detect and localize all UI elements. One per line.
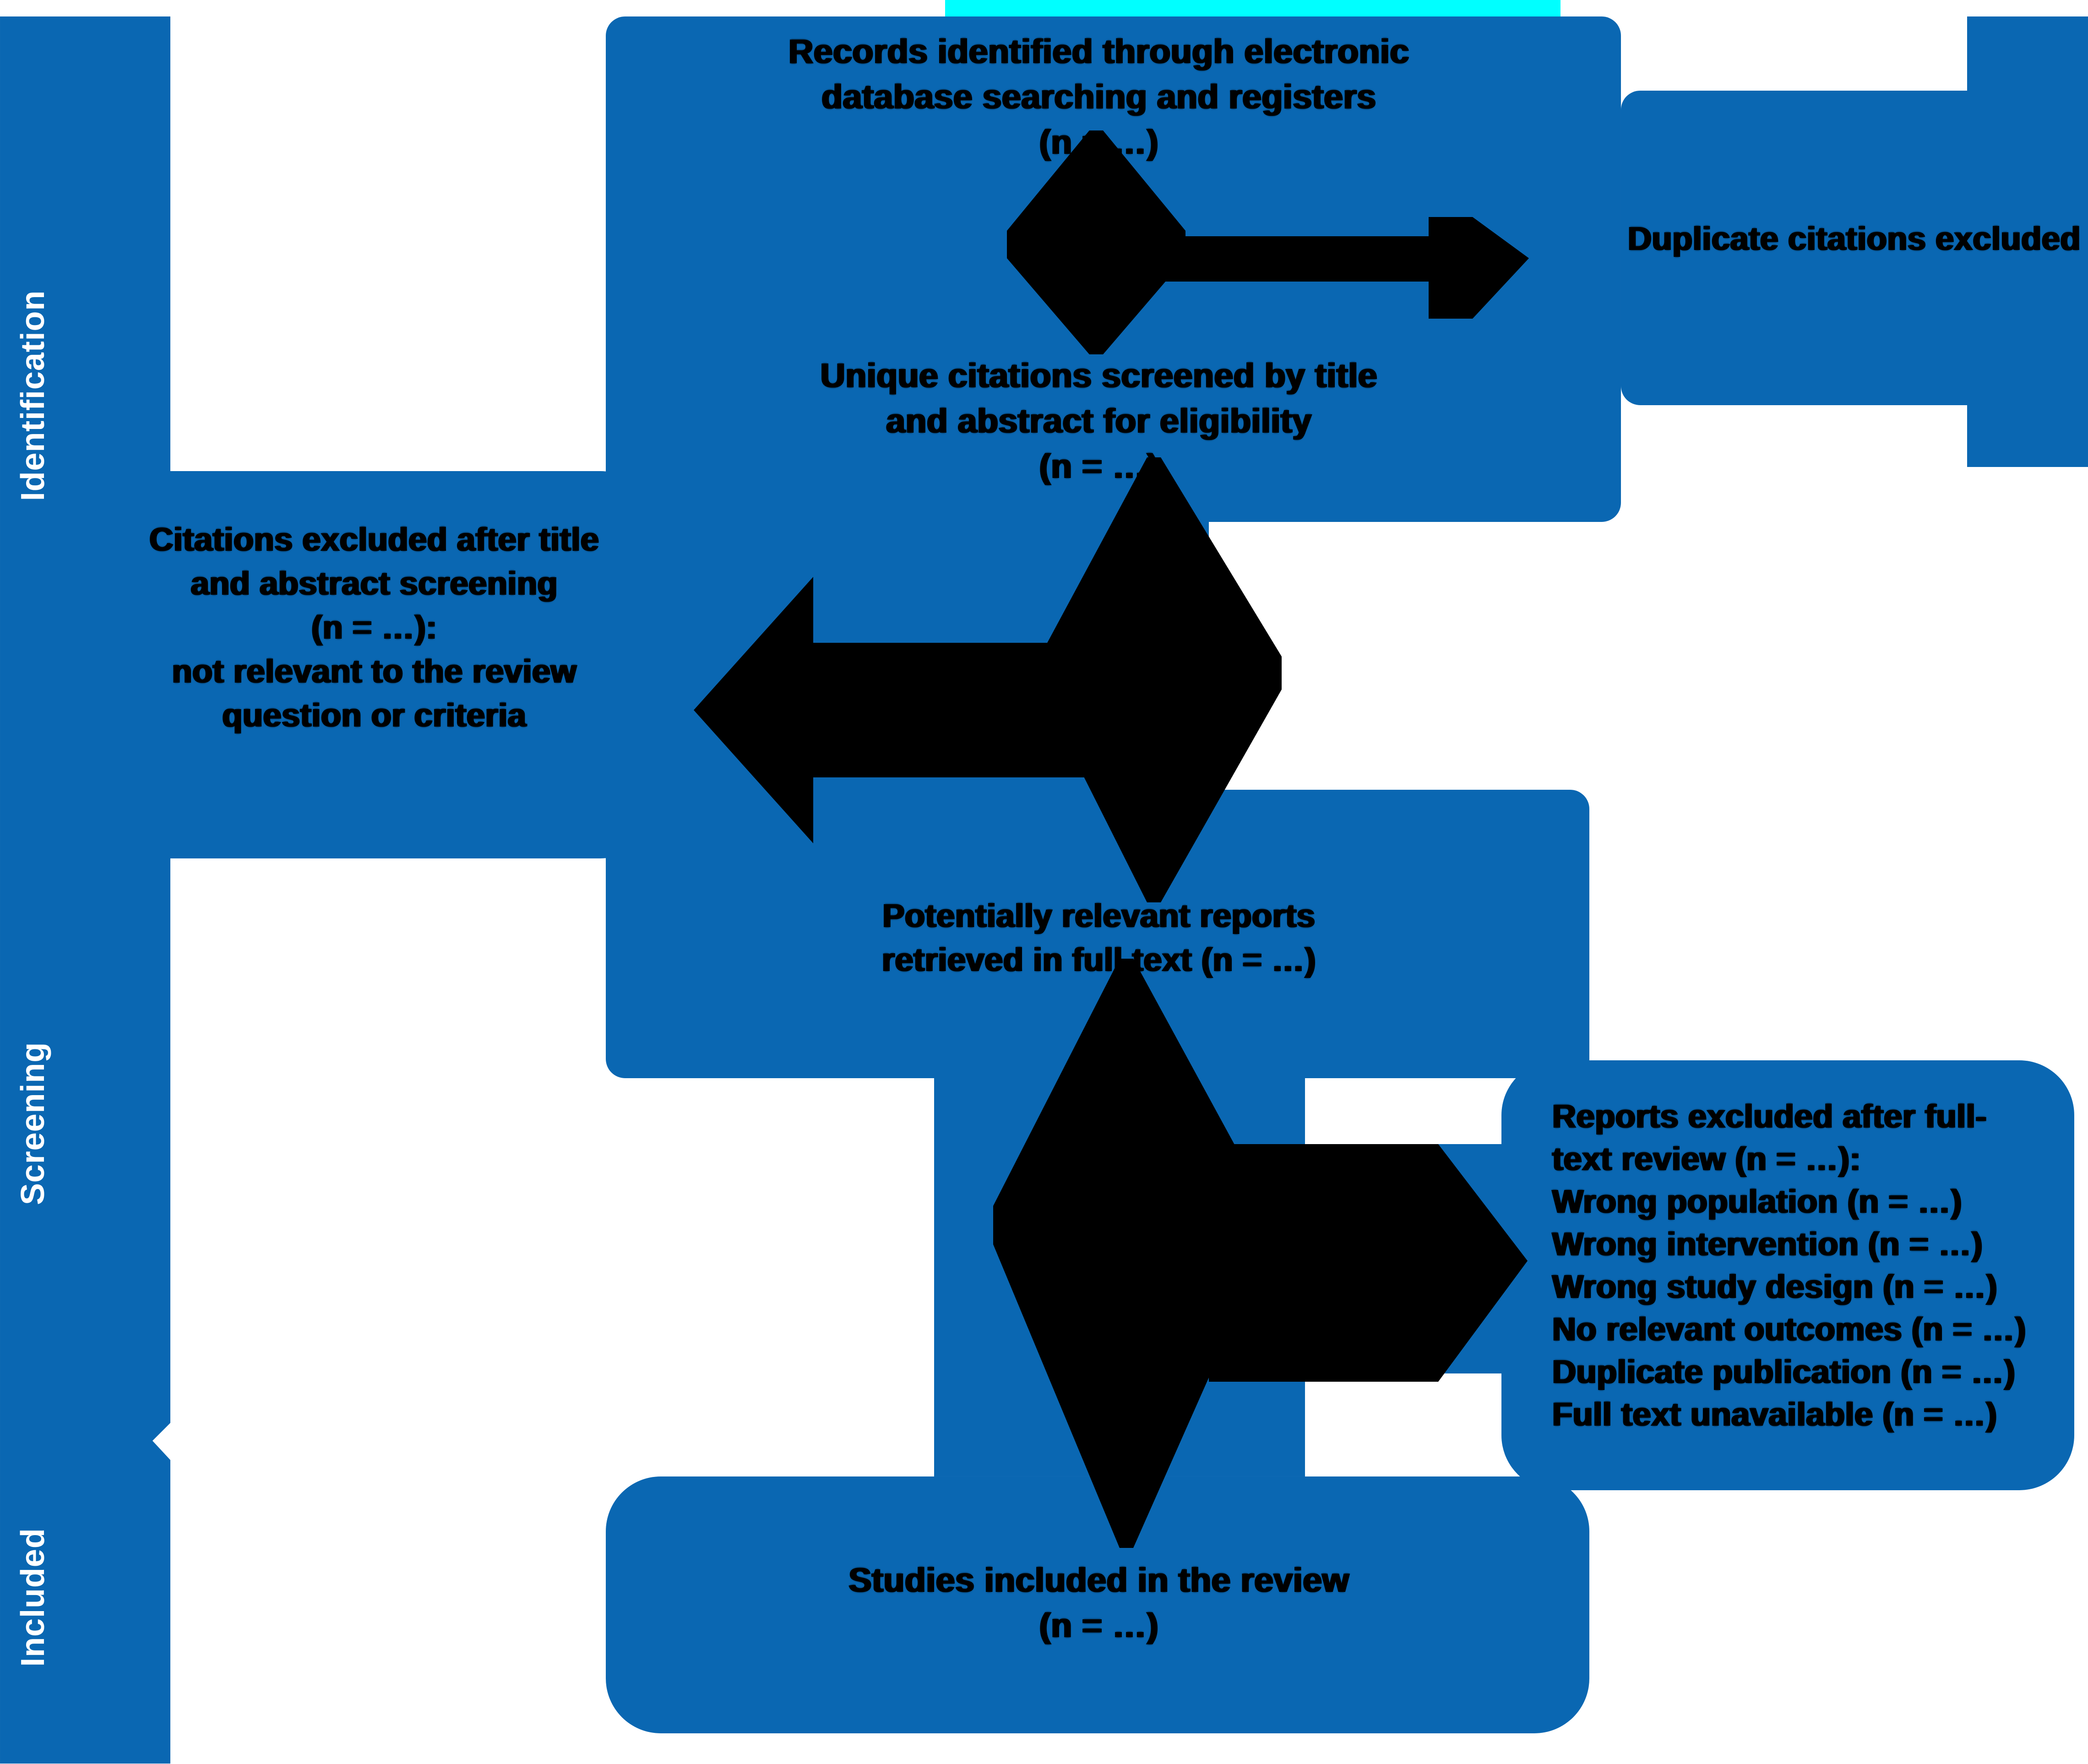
arrow-down-identification-icon [1007,130,1185,354]
box-text-line: (n = …): [311,610,437,647]
box-text-line: Reports excluded after full- [1552,1099,1987,1136]
box-text-line: and abstract for eligibility [886,402,1312,441]
region-included-blob [606,1476,1589,1733]
box-text-line: database searching and registers [821,78,1376,117]
arrow-left-excluded-icon [694,576,1137,843]
box-text-line: Duplicate publication (n = …) [1552,1354,2016,1391]
box-text-line: (n = …) [1039,1607,1159,1645]
box-text-line: Citations excluded after title [149,522,599,559]
box-text-line: text review (n = …): [1552,1141,1861,1178]
box-text-line: (n = …) [1039,448,1159,486]
box-duplicates-excluded: Duplicate citations excluded (n = …) [1628,220,2088,261]
arrow-right-fulltext-excluded-icon [1208,1144,1528,1382]
box-text-line: Studies included in the review [848,1562,1349,1600]
box-text-line: Wrong study design (n = …) [1552,1269,1998,1306]
phase-label-included: Included [15,1528,52,1667]
box-text-line: question or criteria [222,698,527,735]
region-duplicates-blob [1620,90,2088,405]
box-text-line: Wrong population (n = …) [1552,1184,1962,1221]
arrow-down-included-icon [993,958,1268,1548]
region-fulltext-blob [606,789,1589,1078]
phase-label-screening: Screening [15,1042,52,1205]
cyan-highlight-strip [945,0,1561,16]
box-title-abstract-excluded: Citations excluded after title and abstr… [110,519,639,739]
box-text-line: Wrong intervention (n = …) [1552,1227,1983,1264]
phase-band [0,16,171,1764]
box-text-line: No relevant outcomes (n = …) [1552,1312,2026,1349]
box-studies-included: Studies included in the review (n = …) [632,1559,1566,1650]
arrow-right-duplicates-icon [1160,217,1529,319]
box-text-line: Full text unavailable (n = …) [1552,1397,1997,1434]
arrow-down-screening-icon [1040,457,1282,902]
box-text-line: Duplicate citations excluded (n = …) [1628,221,2088,258]
phase-label-identification: Identification [15,290,52,501]
box-text-line: not relevant to the review [172,654,577,691]
box-text-line: and abstract screening [190,566,558,603]
region-excluded-left-blob [93,471,656,858]
box-fulltext-retrieved: Potentially relevant reports retrieved i… [632,896,1566,983]
box-text-line: Records identified through electronic [788,33,1409,71]
box-text-line: Potentially relevant reports [882,898,1316,935]
box-records-screened: Unique citations screened by title and a… [632,354,1566,490]
region-excluded-right-blob [1501,1060,2074,1490]
box-fulltext-excluded: Reports excluded after full- text review… [1552,1096,2061,1437]
box-records-identified: Records identified through electronic da… [632,30,1566,166]
box-text-line: (n = …) [1039,124,1159,162]
box-text-line: retrieved in full text (n = …) [881,942,1316,979]
box-text-line: Unique citations screened by title [820,357,1378,396]
